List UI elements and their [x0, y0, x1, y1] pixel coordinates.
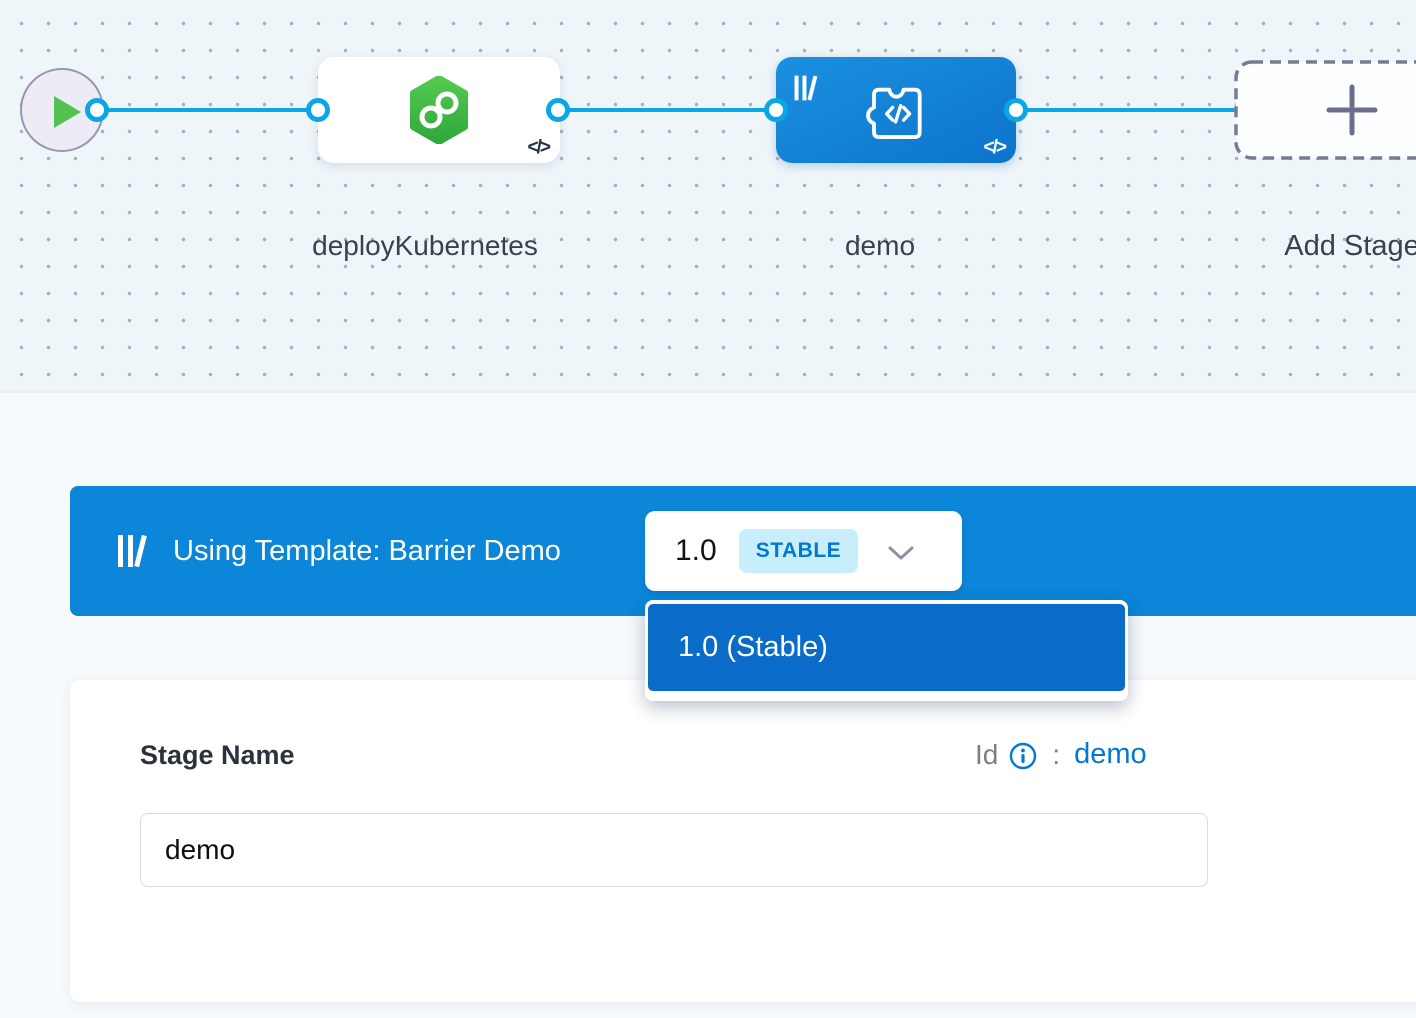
deployment-hexagon-icon: [410, 76, 468, 144]
stage-overview-card: Stage Name Id : demo: [70, 680, 1416, 1002]
connector-start-out[interactable]: [85, 98, 109, 122]
template-library-icon: [794, 75, 818, 101]
edge-start-to-deploy: [97, 108, 318, 112]
stage-name-label: Stage Name: [140, 740, 295, 770]
stage-label-demo[interactable]: demo: [844, 230, 916, 261]
connector-deploy-out[interactable]: [546, 98, 570, 122]
add-stage-dashed-box: [1234, 60, 1416, 160]
stage-id-row: Id : demo: [975, 738, 1147, 771]
pipeline-canvas[interactable]: </> </> deployKubernetes dem: [0, 0, 1416, 393]
yaml-code-icon[interactable]: </>: [983, 137, 1008, 158]
version-option-stable[interactable]: 1.0 (Stable): [648, 604, 1125, 691]
template-library-icon: [118, 534, 147, 568]
stage-node-demo[interactable]: </>: [776, 57, 1016, 163]
stage-id-value[interactable]: demo: [1074, 738, 1147, 770]
using-template-title: Using Template: Barrier Demo: [173, 534, 561, 567]
stage-label-add-stage[interactable]: Add Stage: [1284, 230, 1416, 262]
id-separator: :: [1052, 738, 1061, 770]
using-template-banner: Using Template: Barrier Demo 1.0 STABLE: [70, 486, 1416, 616]
connector-demo-in[interactable]: [764, 98, 788, 122]
custom-stage-icon: [866, 87, 922, 139]
version-number: 1.0: [675, 534, 717, 567]
connector-demo-out[interactable]: [1004, 98, 1028, 122]
template-version-selector[interactable]: 1.0 STABLE: [645, 511, 962, 591]
stable-badge: STABLE: [738, 529, 859, 573]
add-stage-button[interactable]: [1234, 60, 1416, 160]
yaml-code-icon[interactable]: </>: [527, 137, 552, 158]
info-icon[interactable]: [1008, 741, 1038, 771]
plus-icon: [1326, 84, 1378, 136]
connector-deploy-in[interactable]: [306, 98, 330, 122]
chevron-down-icon: [888, 546, 914, 560]
stage-label-deploykubernetes[interactable]: deployKubernetes: [312, 230, 538, 261]
stage-node-deploykubernetes[interactable]: </>: [318, 57, 560, 163]
play-icon: [54, 96, 81, 128]
edge-deploy-to-demo: [558, 108, 776, 112]
version-dropdown-menu: 1.0 (Stable): [645, 600, 1128, 701]
stage-name-input[interactable]: [140, 813, 1208, 887]
id-label: Id: [975, 738, 999, 770]
edge-demo-to-add: [1016, 108, 1240, 112]
